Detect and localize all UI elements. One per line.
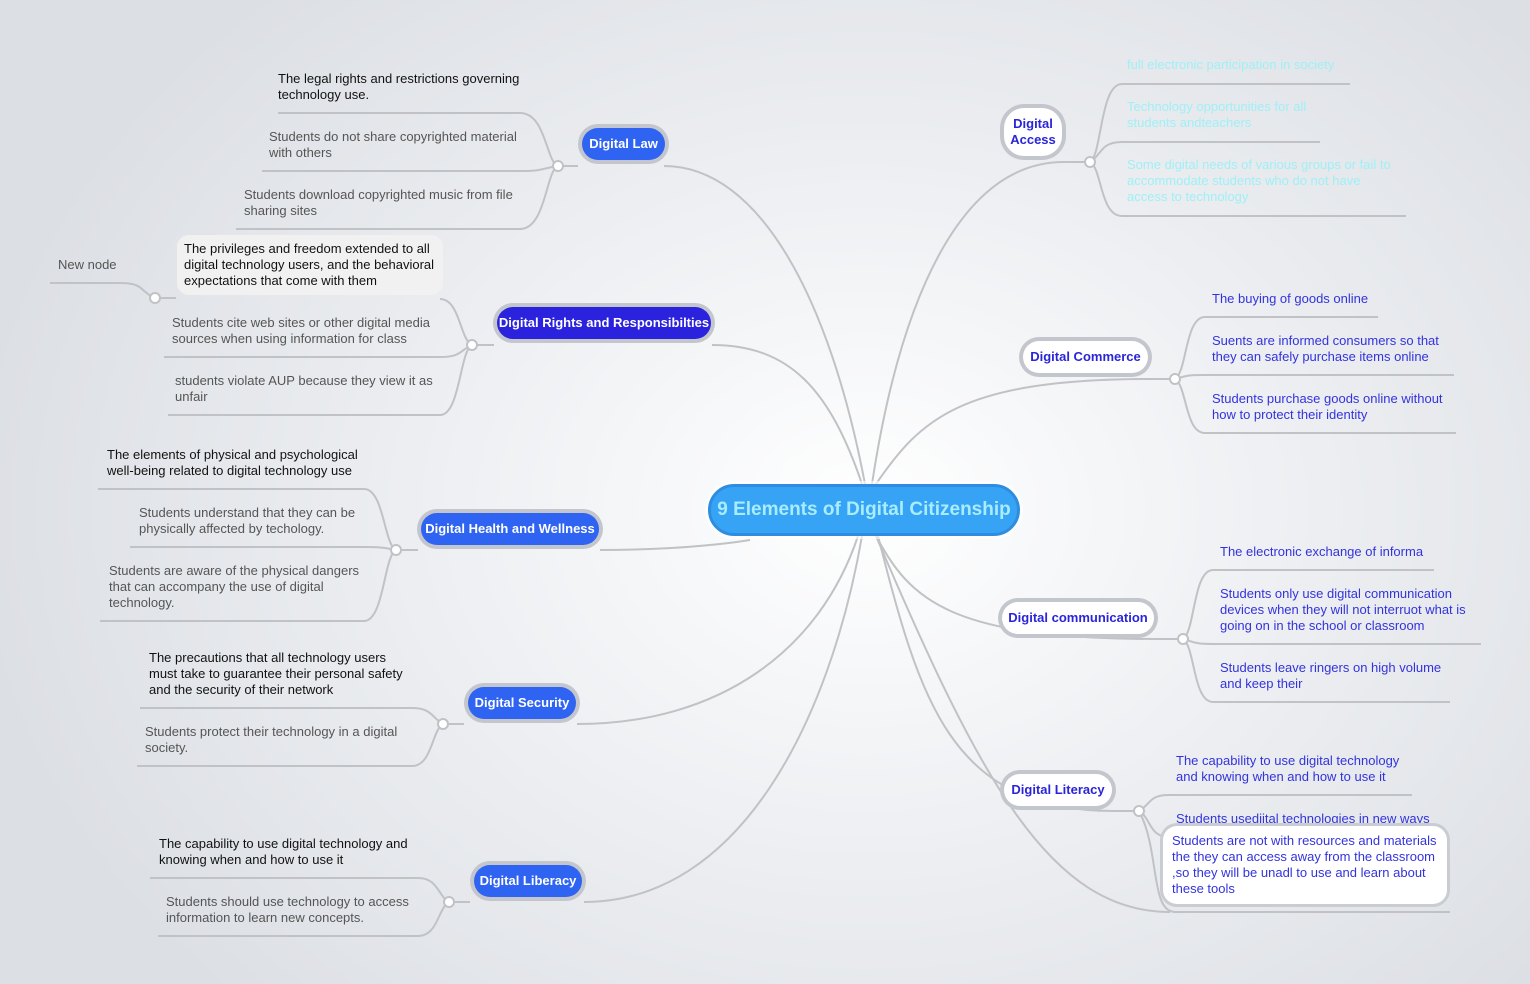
topic-digital-law[interactable]: Digital Law	[582, 128, 665, 160]
leaf-health-example-1[interactable]: Students understand that they can be phy…	[139, 505, 356, 536]
central-topic[interactable]: 9 Elements of Digital Citizenship	[708, 484, 1020, 536]
leaf-commerce-example-1[interactable]: Suents are informed consumers so that th…	[1212, 333, 1439, 364]
topic-digital-commerce[interactable]: Digital Commerce	[1023, 341, 1148, 373]
leaf-security-example-1[interactable]: Students protect their technology in a d…	[145, 724, 398, 755]
leaf-law-example-2[interactable]: Students download copyrighted music from…	[244, 187, 513, 218]
leaf-security-definition[interactable]: The precautions that all technology user…	[149, 650, 403, 697]
topic-digital-security[interactable]: Digital Security	[468, 687, 576, 719]
leaf-communication-example-2[interactable]: Students leave ringers on high volume an…	[1220, 660, 1442, 691]
topic-digital-rights[interactable]: Digital Rights and Responsibilties	[497, 307, 711, 339]
leaf-new-node[interactable]: New node	[58, 257, 117, 272]
leaf-commerce-example-2[interactable]: Students purchase goods online without h…	[1212, 391, 1443, 422]
leaf-communication-definition[interactable]: The electronic exchange of informa	[1220, 544, 1424, 559]
leaf-rights-definition[interactable]: The privileges and freedom extended to a…	[177, 235, 443, 295]
leaf-communication-example-1[interactable]: Students only use digital communication …	[1220, 586, 1466, 633]
topic-digital-access[interactable]: Digital Access	[1004, 108, 1062, 156]
leaf-health-example-2[interactable]: Students are aware of the physical dange…	[109, 563, 360, 610]
leaf-literacy-example-2[interactable]: Students are not with resources and mate…	[1163, 826, 1447, 904]
leaf-rights-example-1[interactable]: Students cite web sites or other digital…	[172, 315, 430, 346]
topic-digital-liberacy[interactable]: Digital Liberacy	[474, 865, 582, 897]
topic-digital-literacy[interactable]: Digital Literacy	[1004, 774, 1112, 806]
topic-digital-health[interactable]: Digital Health and Wellness	[421, 513, 599, 545]
leaf-law-example-1[interactable]: Students do not share copyrighted materi…	[269, 129, 517, 160]
leaf-health-definition[interactable]: The elements of physical and psychologic…	[107, 447, 358, 478]
leaf-commerce-definition[interactable]: The buying of goods online	[1212, 291, 1369, 306]
leaf-liberacy-definition[interactable]: The capability to use digital technology…	[159, 836, 408, 867]
leaf-liberacy-example-1[interactable]: Students should use technology to access…	[166, 894, 409, 925]
leaf-access-example-1[interactable]: Technology opportunities for all student…	[1127, 99, 1307, 130]
leaf-rights-example-2[interactable]: students violate AUP because they view i…	[175, 373, 433, 404]
leaf-law-definition[interactable]: The legal rights and restrictions govern…	[278, 71, 520, 102]
leaf-access-definition[interactable]: full electronic participation in society	[1127, 57, 1335, 72]
leaf-access-example-2[interactable]: Some digital needs of various groups or …	[1127, 157, 1391, 204]
topic-digital-communication[interactable]: Digital communication	[1002, 602, 1154, 634]
leaf-literacy-definition[interactable]: The capability to use digital technology…	[1176, 753, 1400, 784]
leaf-literacy-example-1[interactable]: Students usediital technologies in new w…	[1176, 811, 1430, 826]
